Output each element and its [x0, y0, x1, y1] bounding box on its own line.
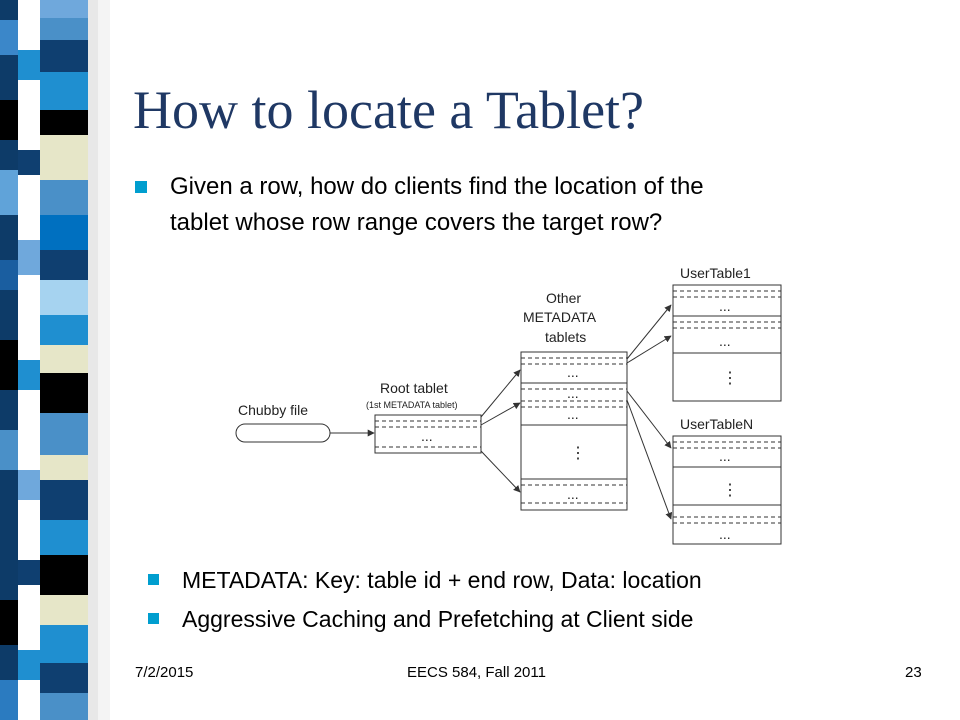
arrow-root-to-meta-3 — [480, 450, 521, 493]
metadata-vdots: ⋮ — [570, 445, 586, 462]
sub-bullet-marker-2 — [148, 613, 159, 624]
metadata-ellipsis-4: ... — [567, 486, 579, 502]
usertableN-ellipsis-1: ... — [719, 448, 731, 464]
usertable1-ellipsis-2: ... — [719, 333, 731, 349]
chubby-file-box — [235, 423, 331, 443]
usertable1-box — [672, 284, 782, 402]
metadata-ellipsis-2: ... — [567, 385, 579, 401]
arrow-meta-to-user1-a — [626, 304, 672, 360]
usertableN-ellipsis-2: ... — [719, 526, 731, 542]
usertable1-label: UserTable1 — [680, 265, 751, 281]
bullet-text-line-1: Given a row, how do clients find the loc… — [170, 173, 704, 200]
footer-date: 7/2/2015 — [135, 664, 194, 681]
arrow-root-to-meta-1 — [480, 369, 521, 418]
sub-bullet-text-2: Aggressive Caching and Prefetching at Cl… — [182, 606, 694, 632]
bullet-marker — [135, 181, 147, 193]
usertable1-vdots: ⋮ — [722, 370, 738, 387]
root-tablet-box — [374, 414, 482, 454]
other-metadata-label-2: METADATA — [523, 309, 597, 325]
other-metadata-label-1: Other — [546, 290, 581, 306]
sub-bullet-marker-1 — [148, 574, 159, 585]
decorative-side-stripe — [0, 0, 110, 720]
usertableN-label: UserTableN — [680, 416, 753, 432]
usertable1-ellipsis-1: ... — [719, 298, 731, 314]
arrow-meta-to-user1-b — [626, 335, 672, 364]
chubby-file-label: Chubby file — [238, 402, 308, 418]
root-tablet-label: Root tablet — [380, 380, 448, 396]
footer-page-number: 23 — [905, 664, 922, 681]
metadata-tablets-box — [520, 351, 628, 511]
tablet-location-diagram: Chubby file Root tablet (1st METADATA ta… — [235, 265, 782, 545]
footer-course: EECS 584, Fall 2011 — [407, 664, 546, 681]
other-metadata-label-3: tablets — [545, 329, 586, 345]
slide-title: How to locate a Tablet? — [133, 80, 645, 140]
metadata-ellipsis-3: ... — [567, 406, 579, 422]
bullet-text-line-2: tablet whose row range covers the target… — [170, 209, 663, 236]
arrow-meta-to-userN-b — [626, 399, 673, 520]
sub-bullet-text-1: METADATA: Key: table id + end row, Data:… — [182, 567, 702, 593]
usertableN-vdots: ⋮ — [722, 482, 738, 499]
metadata-ellipsis-1: ... — [567, 364, 579, 380]
root-tablet-ellipsis: ... — [421, 428, 433, 444]
root-tablet-sublabel: (1st METADATA tablet) — [366, 400, 458, 410]
usertableN-box — [672, 435, 782, 545]
arrow-root-to-meta-2 — [480, 402, 521, 426]
arrow-meta-to-userN-a — [626, 390, 672, 449]
